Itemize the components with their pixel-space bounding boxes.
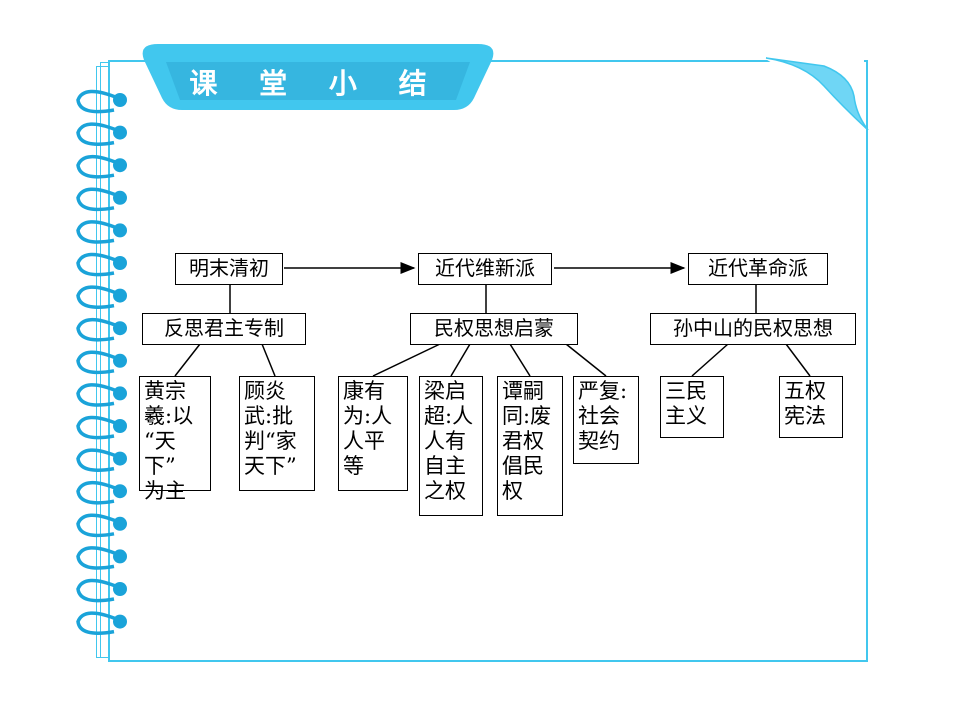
spiral-ring (76, 285, 119, 309)
binding-hole (113, 451, 127, 466)
spiral-ring (76, 383, 119, 407)
spiral-ring (76, 546, 119, 570)
era-node: 近代维新派 (418, 253, 552, 285)
leaf-node: 谭嗣 同:废 君权 倡民 权 (497, 376, 563, 516)
page-sheet (108, 60, 868, 662)
spiral-ring (76, 578, 119, 603)
binding-hole (113, 190, 127, 205)
binding-hole (113, 288, 127, 303)
section-title: 课 堂 小 结 (189, 67, 443, 100)
spiral-ring (76, 513, 119, 538)
title-tab (142, 44, 494, 110)
theme-node: 反思君主专制 (142, 313, 306, 345)
page-curl-icon (764, 57, 869, 131)
spiral-ring (76, 252, 119, 277)
leaf-node: 五权 宪法 (779, 376, 843, 438)
spiral-ring (76, 89, 119, 114)
binding-hole (113, 549, 127, 564)
binding-hole (113, 386, 127, 401)
theme-node: 民权思想启蒙 (410, 313, 578, 345)
binding-hole (113, 321, 127, 336)
leaf-node: 梁启 超:人 人有 自主 之权 (419, 376, 483, 516)
spiral-ring (76, 187, 119, 212)
spiral-ring (76, 611, 119, 635)
binding-hole (113, 223, 127, 238)
binding-hole (113, 419, 127, 433)
leaf-node: 严复: 社会 契约 (573, 376, 639, 464)
leaf-node: 康有 为:人 人平 等 (338, 376, 408, 491)
theme-node: 孙中山的民权思想 (650, 313, 856, 345)
binding-hole (113, 256, 127, 270)
spiral-binding (76, 89, 127, 635)
binding-hole (113, 582, 127, 596)
spiral-ring (76, 448, 119, 472)
binding-hole (113, 93, 127, 107)
era-node: 近代革命派 (688, 253, 828, 285)
era-node: 明末清初 (175, 253, 283, 285)
leaf-node: 顾炎 武:批 判“家 天下” (239, 376, 315, 491)
binding-hole (113, 516, 127, 531)
spiral-ring (76, 350, 119, 375)
spiral-ring (76, 480, 119, 505)
binding-hole (113, 125, 127, 140)
binding-hole (113, 353, 127, 368)
spiral-ring (76, 415, 119, 440)
leaf-node: 黄宗 羲:以 “天下” 为主 (139, 376, 211, 503)
binding-hole (113, 614, 127, 629)
spiral-ring (76, 154, 119, 179)
spiral-ring (76, 122, 119, 146)
spiral-ring (76, 317, 119, 342)
binding-hole (113, 484, 127, 499)
spiral-ring (76, 220, 119, 244)
leaf-node: 三民 主义 (660, 376, 724, 438)
binding-hole (113, 158, 127, 173)
